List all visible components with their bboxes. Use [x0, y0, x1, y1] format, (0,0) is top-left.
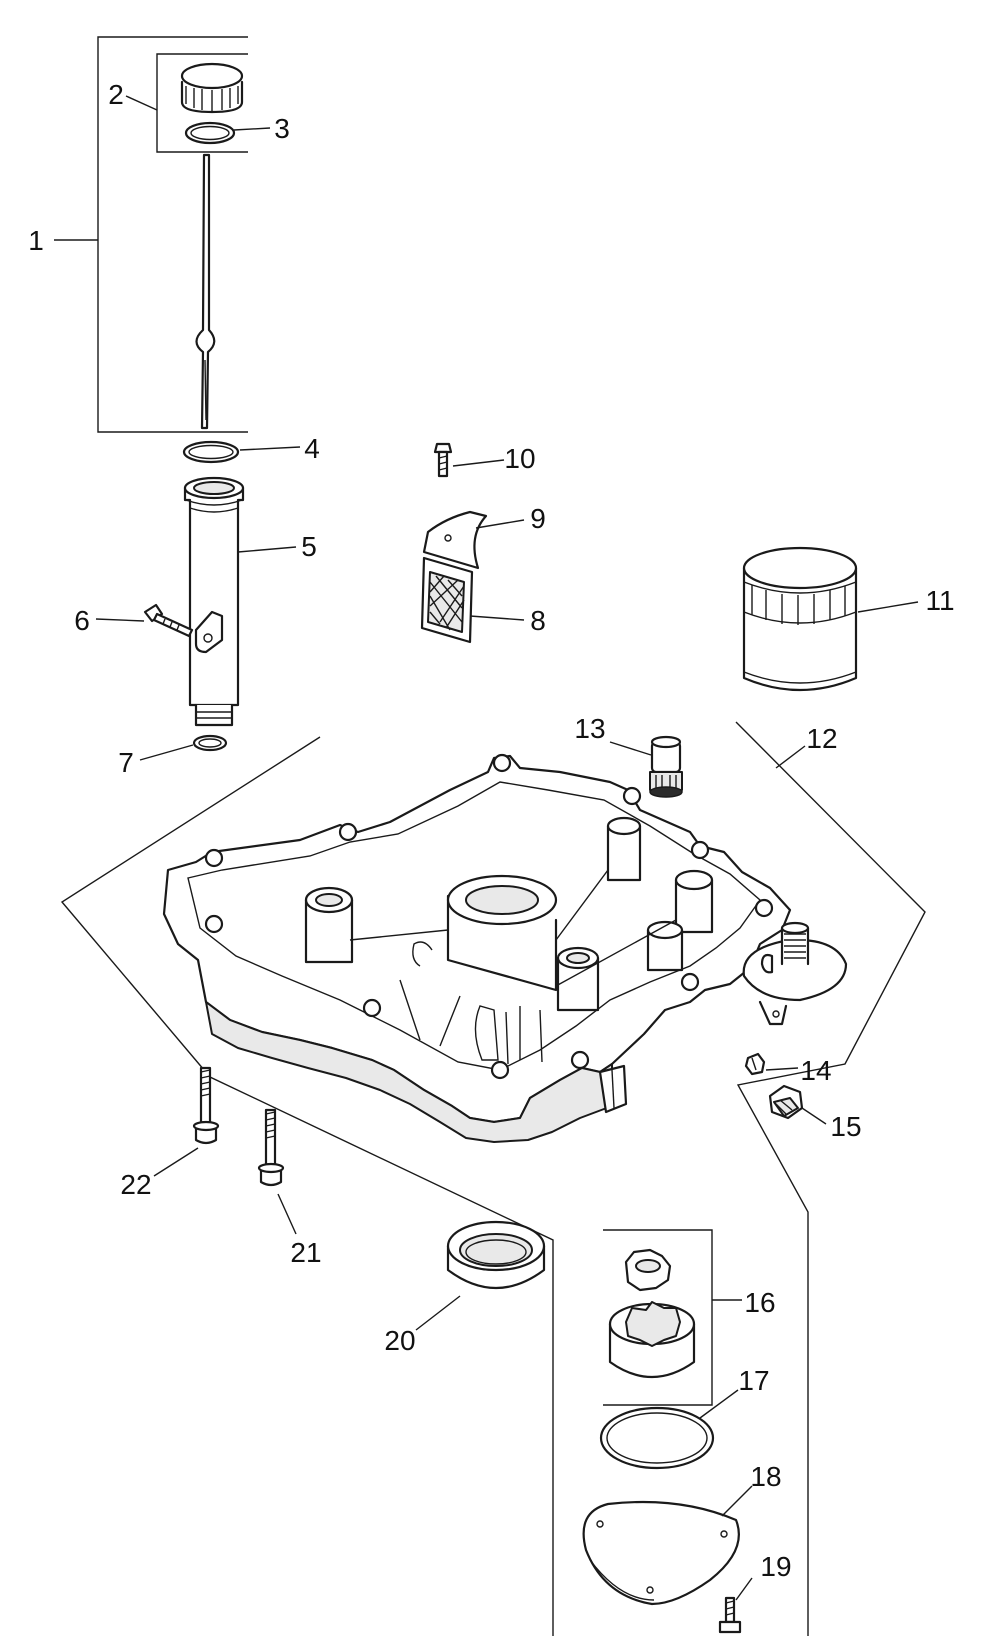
callout-9: 9: [530, 503, 546, 534]
oil-pump-group-frame: [603, 1229, 713, 1406]
screw-19: [718, 1596, 742, 1634]
callout-15: 15: [830, 1111, 861, 1142]
baffle-plate-9: [422, 510, 488, 570]
leader-21: [277, 1193, 297, 1235]
oil-pan-group-frame-right: [735, 721, 926, 1636]
leader-11: [857, 601, 919, 613]
dipstick-cap: [180, 62, 244, 114]
leader-12: [775, 745, 806, 769]
callout-10: 10: [504, 443, 535, 474]
callout-6: 6: [74, 605, 90, 636]
callout-18: 18: [750, 1461, 781, 1492]
callout-16: 16: [744, 1287, 775, 1318]
callout-21: 21: [290, 1237, 321, 1268]
pump-cover-18: [582, 1500, 740, 1606]
callout-2: 2: [108, 79, 124, 110]
callout-17: 17: [738, 1365, 769, 1396]
oil-filter-11: [742, 546, 858, 692]
leader-19: [735, 1577, 753, 1601]
screw-6: [143, 603, 194, 638]
leader-9: [475, 519, 525, 529]
callout-8: 8: [530, 605, 546, 636]
oil-pan-12: [162, 753, 848, 1143]
callout-14: 14: [800, 1055, 831, 1086]
leader-5: [237, 546, 297, 553]
pickup-13: [649, 735, 683, 798]
leader-13: [609, 741, 652, 756]
leader-17: [699, 1389, 739, 1419]
leader-3: [233, 127, 271, 131]
o-ring-7: [192, 734, 228, 752]
callout-11: 11: [925, 585, 954, 616]
leader-15: [801, 1107, 827, 1125]
leader-22: [153, 1147, 199, 1177]
cap-group-frame: [156, 53, 248, 153]
leader-4: [239, 446, 301, 451]
plug-14: [744, 1052, 766, 1076]
leader-14: [765, 1067, 799, 1071]
callout-19: 19: [760, 1551, 791, 1582]
callout-12: 12: [806, 723, 837, 754]
leader-20: [415, 1295, 461, 1331]
bolt-21: [257, 1108, 285, 1187]
leader-2: [125, 95, 158, 111]
dipstick-rod: [195, 153, 216, 430]
callout-22: 22: [120, 1169, 151, 1200]
dipstick-tube: [183, 476, 245, 727]
callout-20: 20: [384, 1325, 415, 1356]
leader-8: [469, 615, 525, 621]
callout-1: 1: [28, 225, 44, 256]
oil-seal-20: [446, 1220, 546, 1289]
dipstick-group-frame: [97, 36, 248, 433]
leader-7: [139, 744, 194, 761]
callout-5: 5: [301, 531, 317, 562]
callout-13: 13: [574, 713, 605, 744]
leader-6: [95, 618, 145, 622]
callout-7: 7: [118, 747, 134, 778]
o-ring-4: [182, 440, 240, 464]
bolt-22: [192, 1066, 220, 1145]
oil-pump-rotors-16: [608, 1248, 696, 1379]
callout-4: 4: [304, 433, 320, 464]
leader-10: [452, 459, 505, 467]
screw-10: [433, 442, 453, 478]
drain-plug-15: [768, 1084, 804, 1120]
leader-18: [721, 1485, 753, 1517]
callout-3: 3: [274, 113, 290, 144]
oil-screen-8: [420, 556, 474, 644]
o-ring-17: [599, 1406, 715, 1470]
o-ring-3: [184, 121, 236, 145]
